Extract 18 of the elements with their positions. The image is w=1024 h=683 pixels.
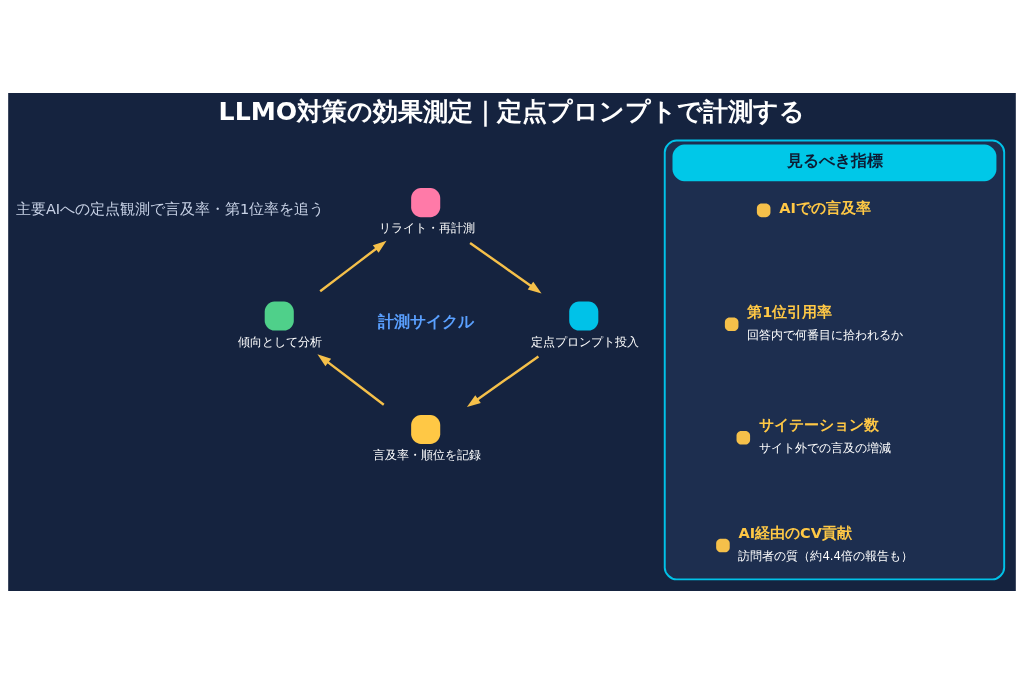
label: 計測サイクル [377,312,474,331]
node-label: AI経由のCV貢献 [738,524,853,541]
arrow [469,241,542,293]
node-label: 第1位引用率 [747,303,833,320]
node-label: 傾向として分析 [238,334,323,349]
diagram-title: LLMO対策の効果測定｜定点プロンプトで計測する [218,96,806,126]
node-label: サイテーション数 [758,417,879,433]
label: 主要AIへの定点観測で言及率・第1位率を追う [15,200,325,217]
node-label: 定点プロンプト投入 [530,334,639,349]
node-label: 回答内で何番目に拾われるか [747,327,904,342]
node-label: リライト・再計測 [378,220,475,235]
node-label: 訪問者の質（約4.4倍の報告も） [738,548,913,563]
node-label: AIでの言及率 [779,199,871,216]
arrow [466,354,540,407]
arrow [319,240,387,292]
node-label: 言及率・順位を記録 [372,447,481,462]
node-label: サイト外での言及の増減 [758,440,891,455]
arrow [317,353,385,406]
